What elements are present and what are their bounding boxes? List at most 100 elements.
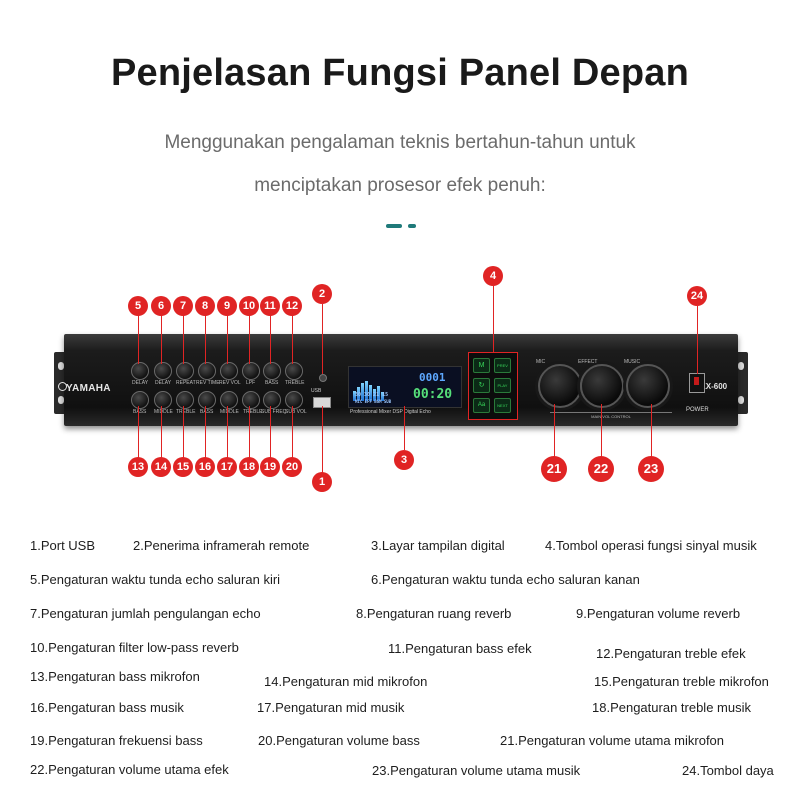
brand-logo: YAMAHA: [66, 383, 111, 394]
leader-line: [227, 314, 228, 364]
knob-sub-freq[interactable]: [263, 391, 281, 409]
knob-music-mid[interactable]: [220, 391, 238, 409]
usb-label: USB: [311, 388, 322, 394]
callout-24: 24: [687, 286, 707, 306]
power-label: POWER: [686, 407, 709, 413]
leader-line: [183, 406, 184, 458]
accent-dot: [408, 224, 416, 228]
display-time: 00:20: [413, 387, 453, 402]
callout-21: 21: [541, 456, 567, 482]
display-levels: 30 30 21 15: [355, 392, 389, 398]
knob-label: TREBLE: [243, 409, 263, 415]
knob-delay-right[interactable]: [154, 362, 172, 380]
music-function-buttons: M PREV ↻ PLAY Aa NEXT: [468, 352, 518, 420]
display-channels: MIC EFF BGM SUB: [355, 399, 392, 404]
leader-line: [138, 406, 139, 458]
knob-label: MIDDLE: [220, 409, 239, 415]
callout-3: 3: [394, 450, 414, 470]
function-item: 22.Pengaturan volume utama efek: [30, 762, 229, 777]
knob-effect-bass[interactable]: [263, 362, 281, 380]
subtitle-line-1: Menggunakan pengalaman teknis bertahun-t…: [164, 132, 636, 153]
knob-repeat[interactable]: [176, 362, 194, 380]
knob-music-master[interactable]: [626, 364, 670, 408]
accent-dash: [386, 224, 402, 228]
knob-label: LPF: [246, 380, 256, 386]
knob-effect-master[interactable]: [580, 364, 624, 408]
function-item: 21.Pengaturan volume utama mikrofon: [500, 733, 725, 748]
function-item: 12.Pengaturan treble efek: [596, 646, 746, 661]
leader-line: [601, 404, 602, 460]
callout-18: 18: [239, 457, 259, 477]
knob-delay-left[interactable]: [131, 362, 149, 380]
callout-13: 13: [128, 457, 148, 477]
knob-label: BASS: [200, 409, 214, 415]
leader-line: [138, 314, 139, 364]
callout-19: 19: [260, 457, 280, 477]
knob-mic-bass[interactable]: [131, 391, 149, 409]
knob-label: MUSIC: [624, 359, 641, 365]
callout-4: 4: [483, 266, 503, 286]
callout-22: 22: [588, 456, 614, 482]
leader-line: [270, 406, 271, 458]
leader-line: [292, 406, 293, 458]
digital-display: 0001 00:20 30 30 21 15 MIC EFF BGM SUB: [348, 366, 462, 408]
mode-button[interactable]: M: [473, 358, 490, 373]
knob-sub-vol[interactable]: [285, 391, 303, 409]
leader-line: [404, 406, 405, 450]
callout-9: 9: [217, 296, 237, 316]
page-title: Penjelasan Fungsi Panel Depan: [110, 52, 690, 94]
leader-line: [493, 286, 494, 352]
ir-receiver: [319, 374, 327, 382]
knob-label: DELAY: [155, 380, 172, 386]
function-item: 8.Pengaturan ruang reverb: [356, 606, 512, 621]
callout-12: 12: [282, 296, 302, 316]
function-item: 1.Port USB: [30, 538, 96, 553]
function-item: 10.Pengaturan filter low-pass reverb: [30, 640, 239, 655]
knob-label: MIC: [536, 359, 546, 365]
knob-label: REPEAT: [176, 380, 196, 386]
leader-line: [161, 406, 162, 458]
knob-rev-vol[interactable]: [220, 362, 238, 380]
leader-line: [249, 314, 250, 364]
leader-line: [292, 314, 293, 364]
knob-effect-treble[interactable]: [285, 362, 303, 380]
subtitle-line-2: menciptakan prosesor efek penuh:: [254, 175, 546, 196]
leader-line: [161, 314, 162, 364]
leader-line: [322, 304, 323, 374]
knob-mic-mid[interactable]: [154, 391, 172, 409]
knob-label: BASS: [265, 380, 279, 386]
knob-rev-time[interactable]: [198, 362, 216, 380]
leader-line: [651, 404, 652, 460]
main-vol-label: MAIN VOL CONTROL: [550, 412, 672, 419]
knob-label: BASS: [133, 409, 147, 415]
next-button[interactable]: NEXT: [494, 398, 511, 413]
callout-16: 16: [195, 457, 215, 477]
function-item: 15.Pengaturan treble mikrofon: [594, 674, 769, 689]
knob-label: TREBLE: [176, 409, 196, 415]
callout-17: 17: [217, 457, 237, 477]
prev-button[interactable]: PREV: [494, 358, 511, 373]
knob-label: REV TIME: [196, 380, 220, 386]
leader-line: [249, 406, 250, 458]
function-item: 23.Pengaturan volume utama musik: [372, 763, 581, 778]
callout-2: 2: [312, 284, 332, 304]
callout-6: 6: [151, 296, 171, 316]
knob-music-treble[interactable]: [242, 391, 260, 409]
function-item: 9.Pengaturan volume reverb: [576, 606, 741, 621]
play-button[interactable]: PLAY: [494, 378, 511, 393]
display-counter: 0001: [419, 371, 446, 384]
callout-1: 1: [312, 472, 332, 492]
knob-mic-treble[interactable]: [176, 391, 194, 409]
function-item: 11.Pengaturan bass efek: [388, 641, 532, 656]
knob-lpf[interactable]: [242, 362, 260, 380]
function-item: 16.Pengaturan bass musik: [30, 700, 184, 715]
callout-23: 23: [638, 456, 664, 482]
repeat-button[interactable]: ↻: [473, 378, 490, 393]
knob-music-bass[interactable]: [198, 391, 216, 409]
leader-line: [227, 406, 228, 458]
vocal-button[interactable]: Aa: [473, 398, 490, 413]
function-item: 19.Pengaturan frekuensi bass: [30, 733, 203, 748]
power-switch[interactable]: [689, 373, 705, 393]
knob-mic-master[interactable]: [538, 364, 582, 408]
function-item: 3.Layar tampilan digital: [371, 538, 505, 553]
